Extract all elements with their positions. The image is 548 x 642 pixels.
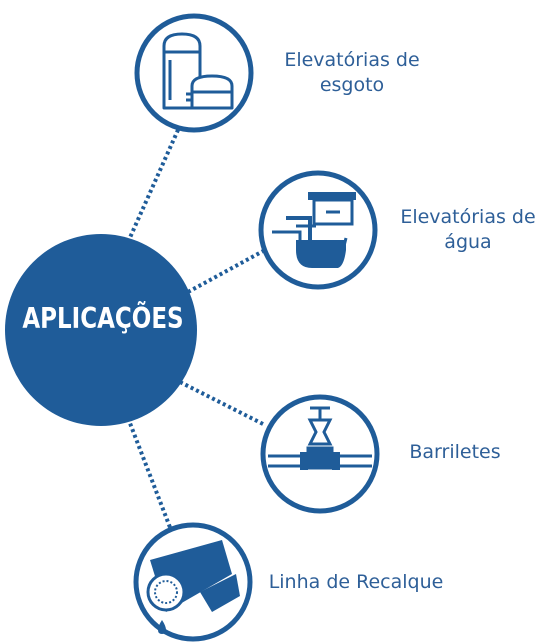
label-sewage: Elevatórias de esgoto [266,48,438,98]
water-pump-station-icon [272,192,356,268]
label-recalque: Linha de Recalque [268,571,444,593]
connector-recalque [126,417,178,544]
label-barriletes: Barriletes [409,441,501,463]
hub-title: APLICAÇÕES [22,302,184,336]
label-sewage-line2: esgoto [319,74,385,96]
pipeline-icon [146,540,240,634]
label-water-line1: Elevatórias de [400,206,536,228]
connector-water [187,248,266,294]
node-barriletes [260,394,380,514]
hub-circle [5,234,197,426]
node-sewage [134,13,254,133]
node-recalque [133,522,253,642]
node-water [258,170,378,290]
label-sewage-line1: Elevatórias de [284,49,420,71]
connector-barriletes [179,380,266,427]
sewage-tanks-icon [162,32,234,110]
label-water-line2: água [444,231,492,253]
label-water: Elevatórias de água [392,205,544,255]
connector-sewage [126,111,188,243]
valve-pipe-icon [268,406,372,470]
connectors [126,111,266,544]
